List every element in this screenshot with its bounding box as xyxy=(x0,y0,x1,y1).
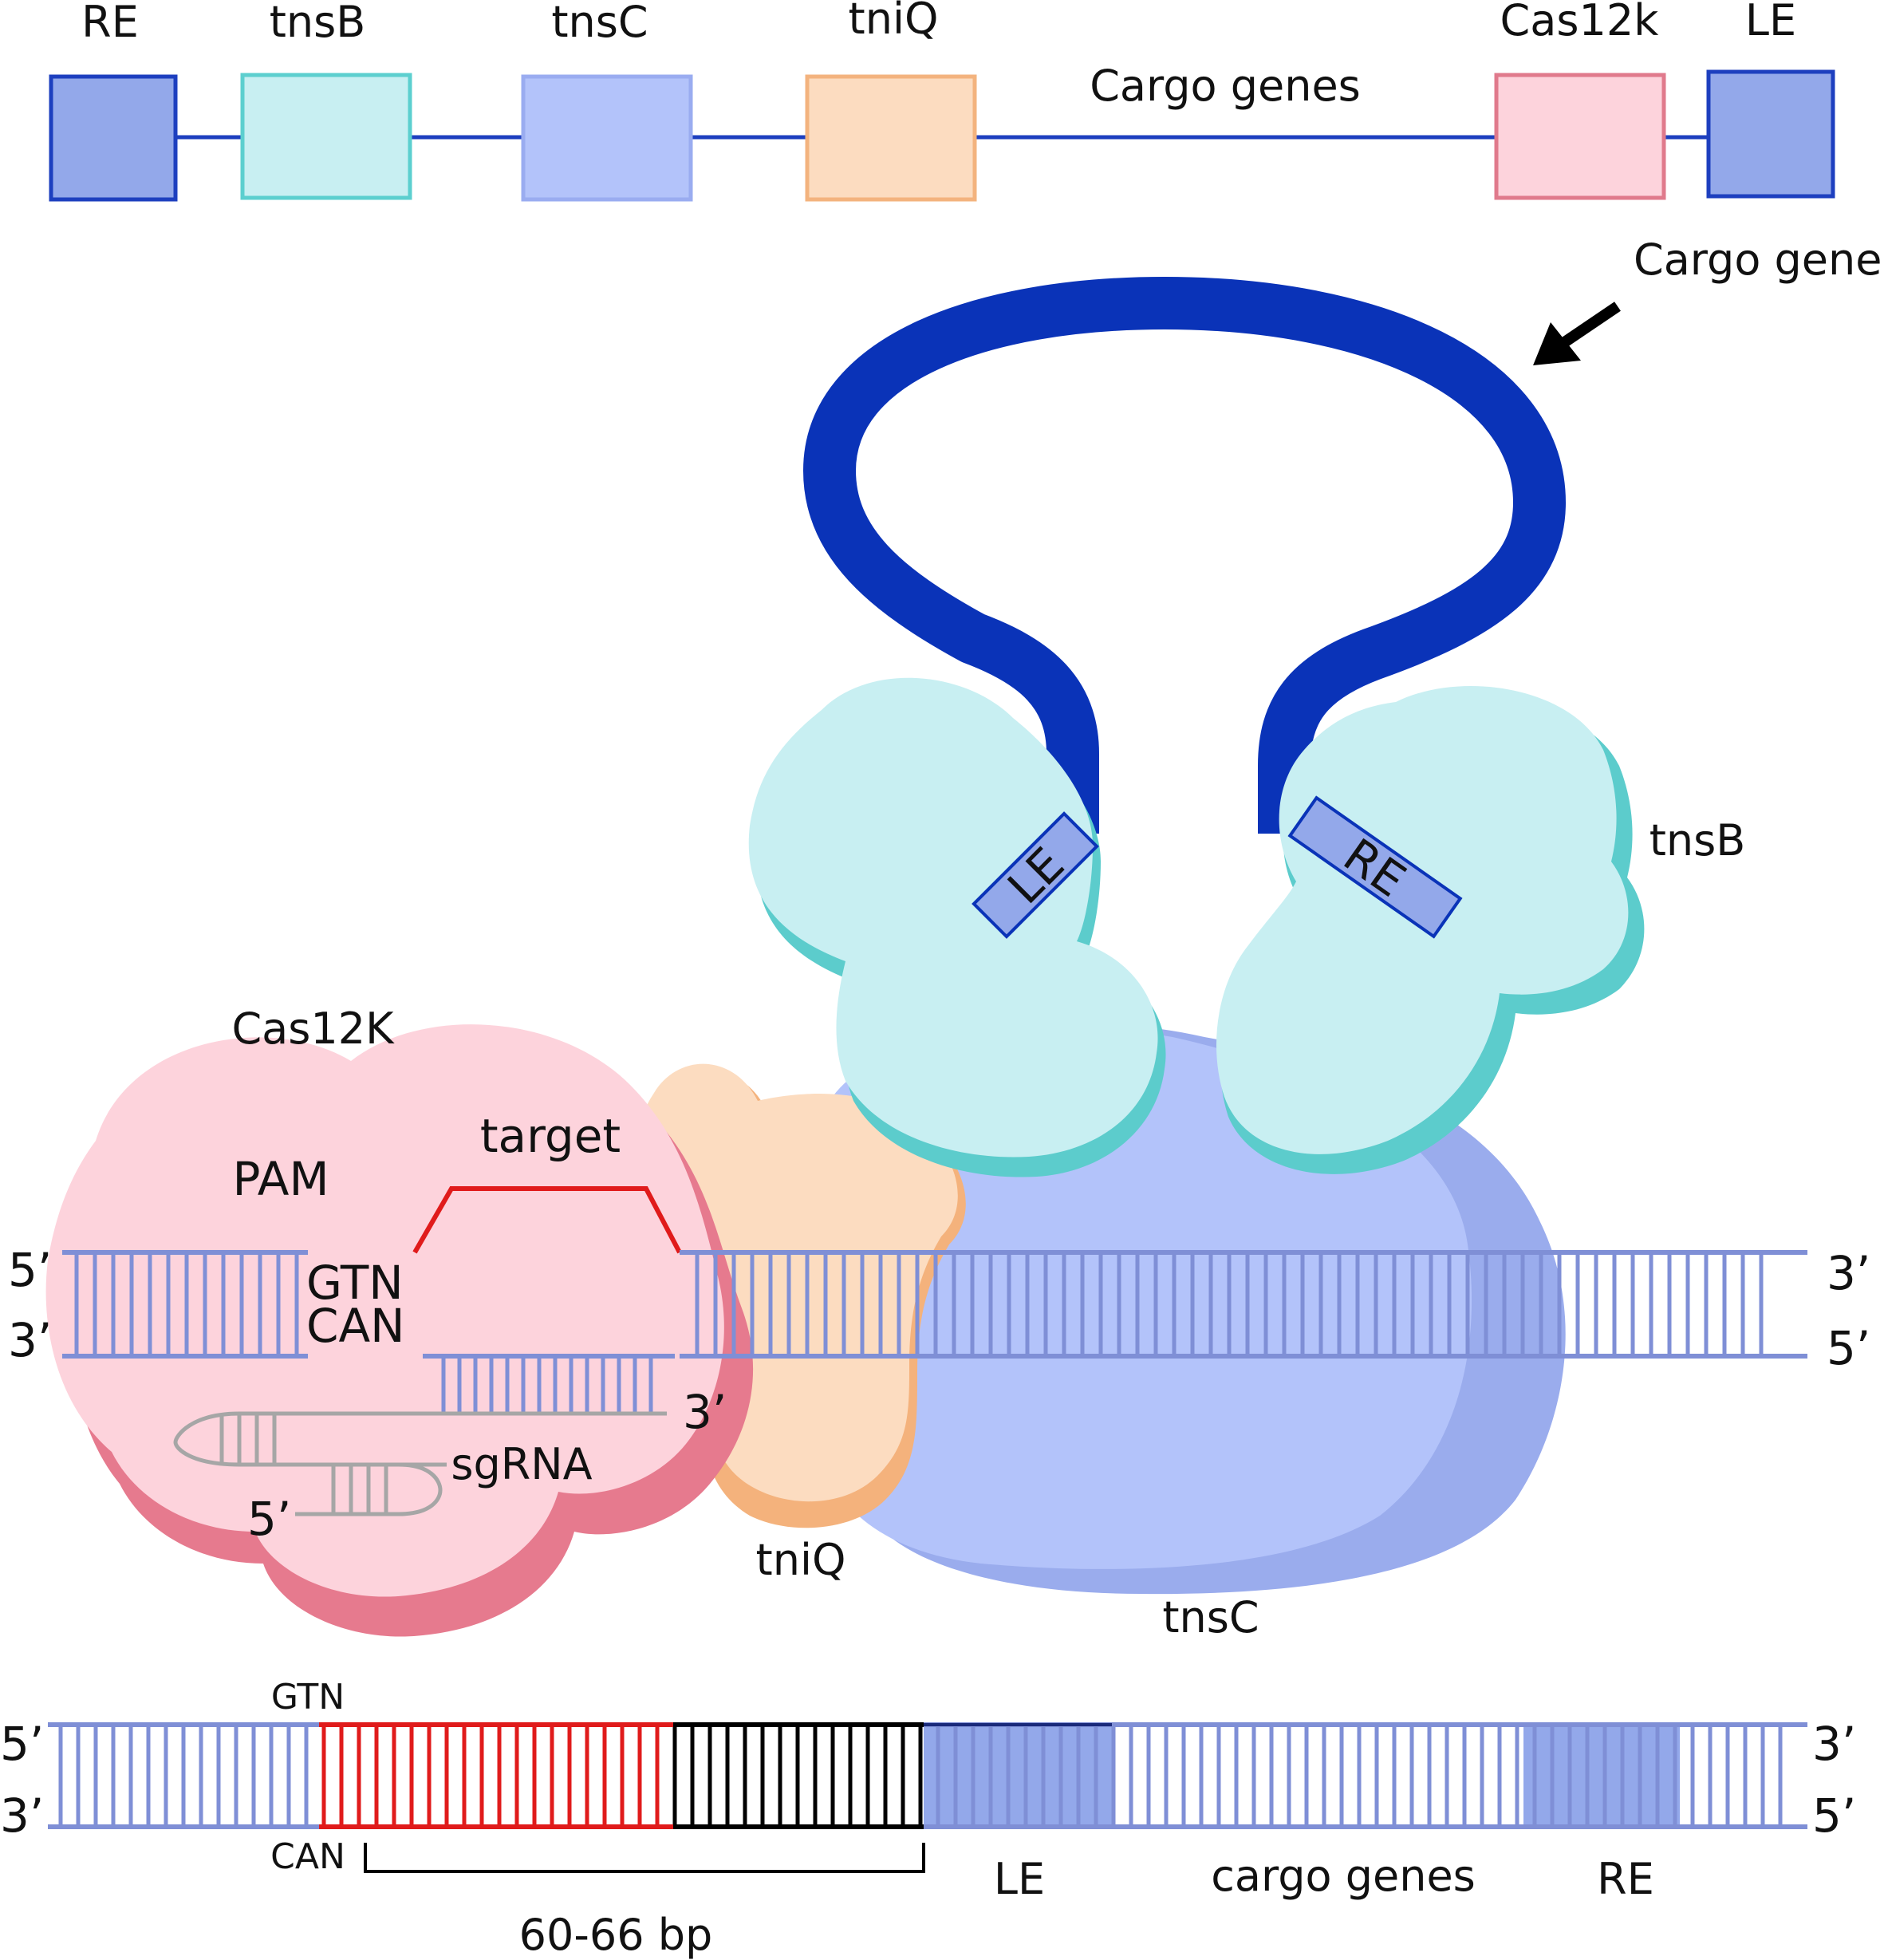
tnsb-right: RE tnsB xyxy=(1216,686,1745,1174)
le-tag-box xyxy=(972,811,1099,939)
gene-label-tnsc: tnsC xyxy=(551,0,648,47)
dna-left-rungs xyxy=(74,1254,299,1355)
cargo-arrow-label: Cargo genes xyxy=(1634,235,1884,285)
cas12k-body xyxy=(45,1024,724,1597)
cargo-loop-dna xyxy=(803,277,1566,834)
gene-label-le: LE xyxy=(1745,0,1796,45)
tnsc-label: tnsC xyxy=(1162,1592,1259,1643)
insertion-right-5prime: 5’ xyxy=(1812,1788,1856,1843)
target-label: target xyxy=(480,1109,621,1163)
gene-box-tniq xyxy=(805,74,977,202)
insertion-rungs xyxy=(58,1726,1783,1825)
gene-label-re: RE xyxy=(81,0,139,47)
mid-right-3prime: 3’ xyxy=(1827,1246,1870,1300)
dna-right-rungs xyxy=(695,1254,1764,1355)
target-strand xyxy=(412,1186,682,1254)
sgrna-3prime: 3’ xyxy=(683,1385,727,1439)
gene-box-le xyxy=(1706,69,1835,199)
insertion-gtn-label: GTN xyxy=(271,1677,345,1717)
distance-bracket xyxy=(364,1843,925,1873)
insertion-re-label: RE xyxy=(1597,1854,1654,1904)
distance-label: 60-66 bp xyxy=(519,1910,713,1960)
can-label: CAN xyxy=(306,1299,405,1353)
mid-right-5prime: 5’ xyxy=(1827,1321,1870,1375)
tnsb-label: tnsB xyxy=(1649,815,1746,866)
insertion-right-3prime: 3’ xyxy=(1812,1717,1856,1771)
cargo-arrow: Cargo genes xyxy=(1533,235,1884,365)
gene-label-tniq: tniQ xyxy=(849,0,939,44)
gene-box-tnsc xyxy=(521,74,693,202)
tnsb-left: LE xyxy=(748,677,1166,1177)
sgrna-hairpin-1 xyxy=(173,1411,447,1467)
insertion-le-label: LE xyxy=(994,1854,1045,1904)
insertion-cargo-label: cargo genes xyxy=(1211,1851,1476,1901)
gene-label-tnsb: tnsB xyxy=(270,0,366,47)
sgrna-hairpin-2 xyxy=(295,1462,443,1516)
middle-dna: 5’ 3’ GTN CAN 3’ 5’ 3’ 5’ sgRNA xyxy=(8,1186,1870,1546)
gene-map-cargo-label: Cargo genes xyxy=(1090,61,1361,111)
re-shaded-region xyxy=(1523,1725,1680,1827)
insertion-can-label: CAN xyxy=(270,1836,345,1877)
gene-box-re xyxy=(49,74,178,202)
tnsb-left-body xyxy=(748,677,1158,1157)
insertion-left-3prime: 3’ xyxy=(0,1788,44,1843)
re-tag-box xyxy=(1287,795,1463,939)
gene-box-tnsb xyxy=(240,73,412,200)
cas12k-label: Cas12K xyxy=(231,1004,395,1054)
insertion-left-5prime: 5’ xyxy=(0,1717,44,1771)
heteroduplex-rungs xyxy=(441,1358,653,1412)
tniq-label: tniQ xyxy=(756,1535,846,1585)
cargo-arrow-head xyxy=(1533,322,1581,365)
le-shaded-region xyxy=(924,1725,1112,1827)
mid-left-5prime: 5’ xyxy=(8,1243,52,1297)
gtn-label: GTN xyxy=(306,1256,404,1310)
gene-map: RE tnsB tnsC tniQ Cas12k LE Cargo genes xyxy=(49,0,1835,202)
insertion-dna: 5’ 3’ 3’ 5’ GTN CAN 60-66 bp LE cargo ge… xyxy=(0,1677,1856,1960)
sgrna-hairpin-1-rungs xyxy=(219,1414,277,1465)
cas12k-protein: Cas12K PAM target xyxy=(45,1004,754,1637)
cargo-arrow-shaft xyxy=(1560,302,1621,348)
sgrna-5prime: 5’ xyxy=(247,1492,291,1546)
mid-left-3prime: 3’ xyxy=(8,1313,52,1367)
gene-label-cas12k: Cas12k xyxy=(1500,0,1660,45)
gene-box-cas12k xyxy=(1494,73,1666,200)
pam-label: PAM xyxy=(233,1152,329,1206)
sgrna-label: sgRNA xyxy=(451,1439,592,1489)
sgrna-hairpin-2-rungs xyxy=(331,1465,388,1514)
